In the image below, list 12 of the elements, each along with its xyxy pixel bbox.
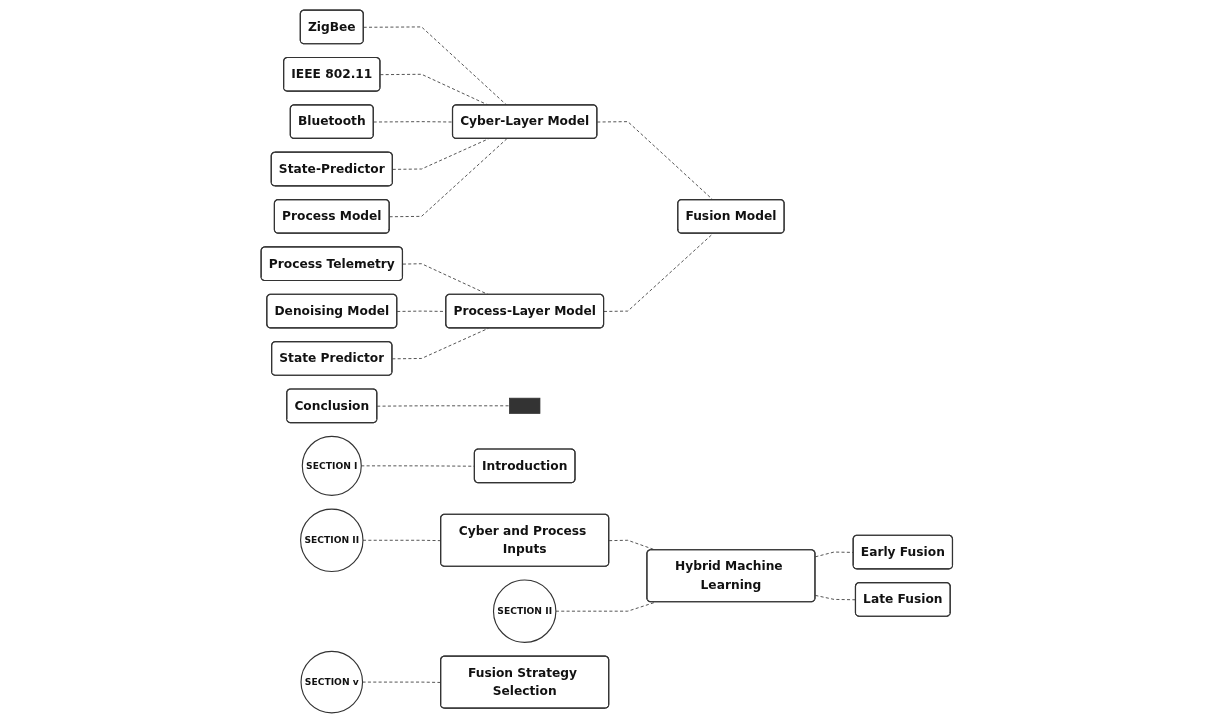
connector xyxy=(391,327,489,360)
connector xyxy=(376,405,510,407)
node-circle: SECTION II xyxy=(299,508,364,573)
node-circle: SECTION I xyxy=(301,435,362,496)
connector xyxy=(360,465,475,467)
connector xyxy=(362,26,507,106)
node-circle: SECTION v xyxy=(300,650,363,714)
node-circle: SECTION II xyxy=(492,579,557,643)
connector xyxy=(388,138,507,218)
node-bar xyxy=(508,397,541,414)
connector xyxy=(555,601,656,612)
connector xyxy=(603,233,714,312)
